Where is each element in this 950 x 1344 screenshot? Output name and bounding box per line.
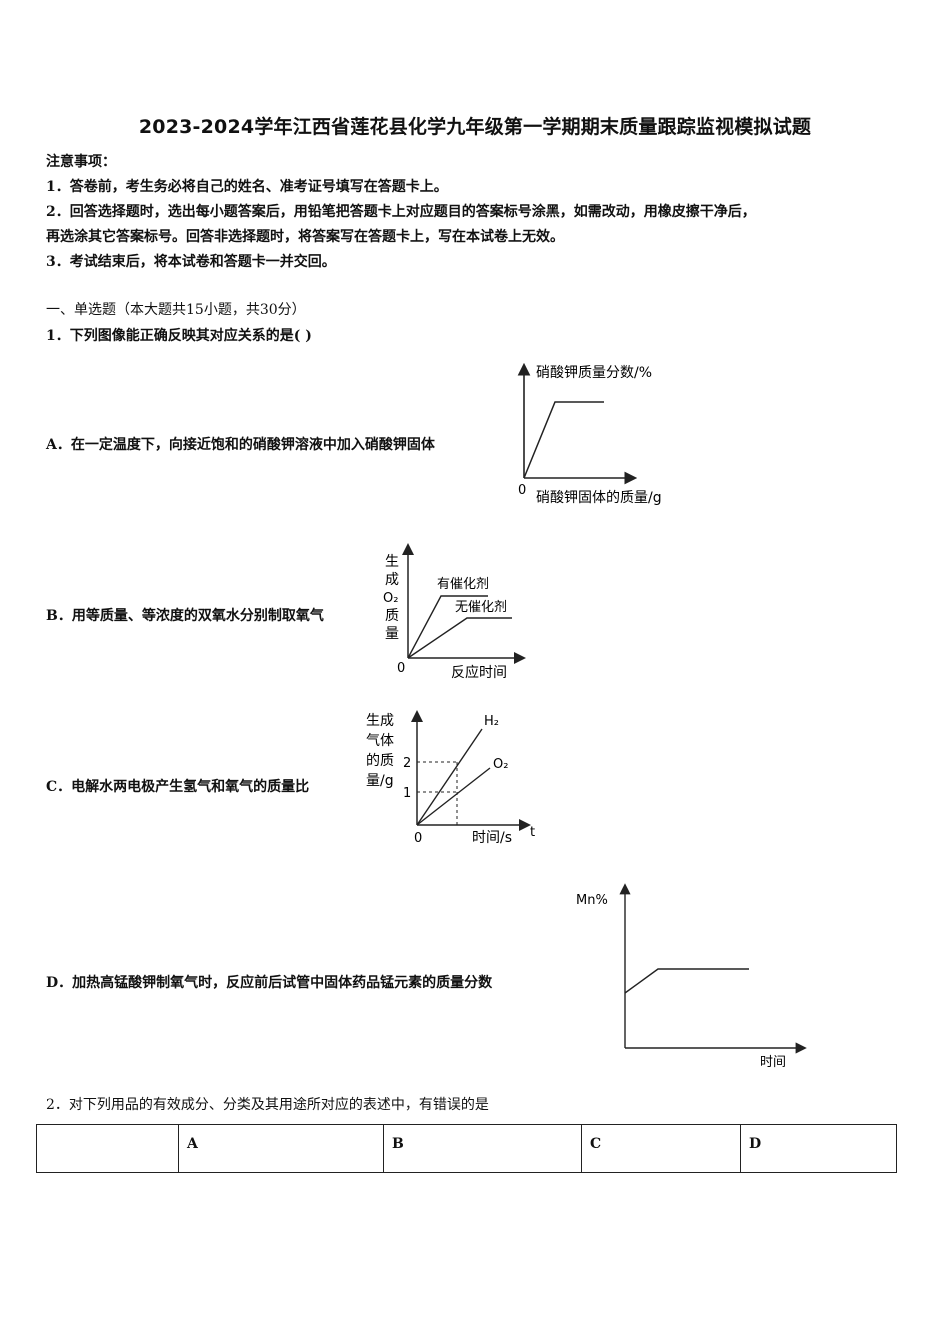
graph-b-x-label: 反应时间 — [451, 664, 507, 681]
graph-d-x-label: 时间 — [760, 1055, 786, 1070]
question-1-stem: 1．下列图像能正确反映其对应关系的是( ) — [46, 328, 312, 344]
graph-c-series-o2: O₂ — [493, 757, 508, 772]
graph-c-origin: 0 — [414, 831, 422, 846]
graph-b-y-char-5: 量 — [385, 626, 399, 642]
option-d-text: D．加热高锰酸钾制氧气时，反应前后试管中固体药品锰元素的质量分数 — [46, 975, 493, 991]
notice-item-2-cont: 再选涂其它答案标号。回答非选择题时，将答案写在答题卡上，写在本试卷上无效。 — [46, 229, 564, 245]
graph-c-series-h2: H₂ — [484, 714, 499, 729]
graph-c-tick-2: 2 — [403, 756, 411, 771]
option-a-text: A．在一定温度下，向接近饱和的硝酸钾溶液中加入硝酸钾固体 — [46, 437, 435, 453]
graph-b-y-char-1: 生 — [385, 554, 399, 570]
graph-d: Mn% 时间 — [576, 883, 807, 1070]
graph-d-line — [624, 968, 749, 994]
notice-item-2: 2．回答选择题时，选出每小题答案后，用铅笔把答题卡上对应题目的答案标号涂黑，如需… — [46, 204, 756, 220]
graph-a-x-label: 硝酸钾固体的质量/g — [536, 490, 662, 506]
page-title: 2023-2024学年江西省莲花县化学九年级第一学期期末质量跟踪监视模拟试题 — [138, 116, 812, 138]
graph-c-x-label: 时间/s — [472, 830, 512, 846]
table-header-d: D — [740, 1124, 897, 1173]
table-header-c: C — [581, 1124, 741, 1173]
notice-item-3: 3．考试结束后，将本试卷和答题卡一并交回。 — [46, 254, 336, 270]
graph-b-origin: 0 — [397, 661, 405, 676]
graph-a-origin: 0 — [518, 483, 526, 498]
graph-b: 生 成 O₂ 质 量 0 反应时间 有催化剂 无催化剂 — [383, 543, 526, 681]
option-c-text: C．电解水两电极产生氢气和氧气的质量比 — [46, 779, 310, 795]
graph-b-y-char-3: O₂ — [383, 591, 398, 606]
notice-item-1: 1．答卷前，考生务必将自己的姓名、准考证号填写在答题卡上。 — [46, 179, 448, 195]
graph-c-line-o2 — [416, 767, 491, 826]
question-2-stem: 2．对下列用品的有效成分、分类及其用途所对应的表述中，有错误的是 — [46, 1097, 489, 1113]
graph-c-y-line-3: 的质 — [366, 753, 394, 769]
graph-c-y-line-1: 生成 — [366, 713, 394, 729]
notice-heading: 注意事项： — [46, 154, 116, 170]
section-heading: 一、单选题（本大题共15小题，共30分） — [46, 302, 306, 318]
graph-b-line-no-catalyst — [407, 617, 512, 659]
graph-a-y-label: 硝酸钾质量分数/% — [536, 365, 652, 381]
graph-b-series-catalyst: 有催化剂 — [437, 577, 489, 592]
table-cell-blank — [36, 1124, 179, 1173]
graph-b-series-no-catalyst: 无催化剂 — [455, 600, 507, 615]
graph-a: 硝酸钾质量分数/% 0 硝酸钾固体的质量/g — [517, 362, 662, 506]
graph-c-axis-end: t — [530, 825, 535, 840]
graph-c-y-line-2: 气体 — [366, 733, 394, 749]
graph-b-line-catalyst — [407, 595, 488, 659]
graph-c-tick-1: 1 — [403, 786, 411, 801]
graph-a-line — [523, 401, 604, 479]
graph-c: 生成 气体 的质 量/g 2 1 0 时间/s t H₂ O₂ — [366, 710, 535, 846]
table-header-a: A — [178, 1124, 384, 1173]
table-header-b: B — [383, 1124, 582, 1173]
graph-b-y-char-4: 质 — [385, 608, 399, 624]
answer-table: A B C D — [36, 1124, 897, 1173]
graph-b-y-char-2: 成 — [385, 572, 399, 588]
graph-d-y-label: Mn% — [576, 893, 608, 908]
graph-c-line-h2 — [416, 728, 483, 826]
option-b-text: B．用等质量、等浓度的双氧水分别制取氧气 — [46, 608, 324, 624]
table-row: A B C D — [36, 1124, 897, 1173]
graph-c-y-line-4: 量/g — [366, 773, 394, 789]
